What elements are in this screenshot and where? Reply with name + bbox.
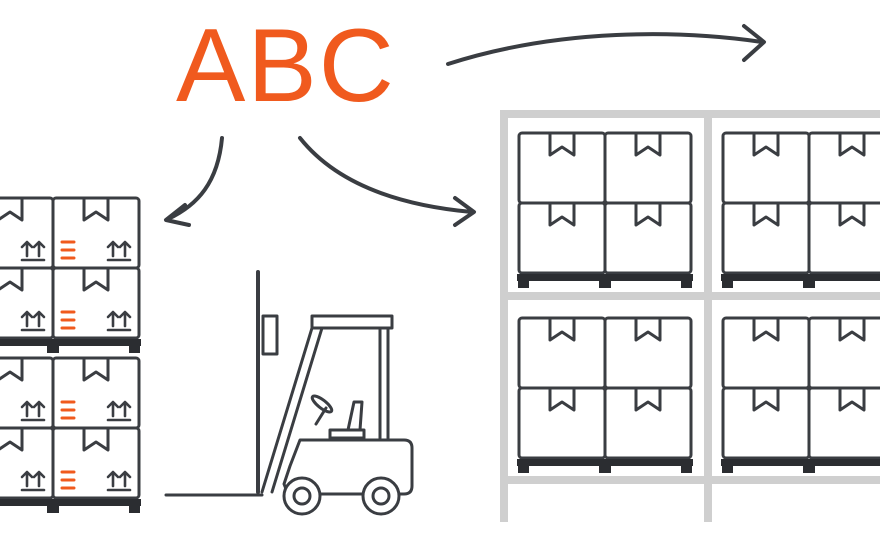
storage-rack [500, 110, 880, 522]
arrow-to-pallets-icon [164, 136, 224, 227]
abc-heading: ABC [176, 8, 396, 124]
arrow-out-icon [446, 24, 766, 66]
forklift-icon [164, 270, 414, 516]
arrow-to-rack-icon [298, 136, 476, 227]
pallet-stack [0, 196, 141, 513]
rack-pallets [517, 133, 880, 473]
